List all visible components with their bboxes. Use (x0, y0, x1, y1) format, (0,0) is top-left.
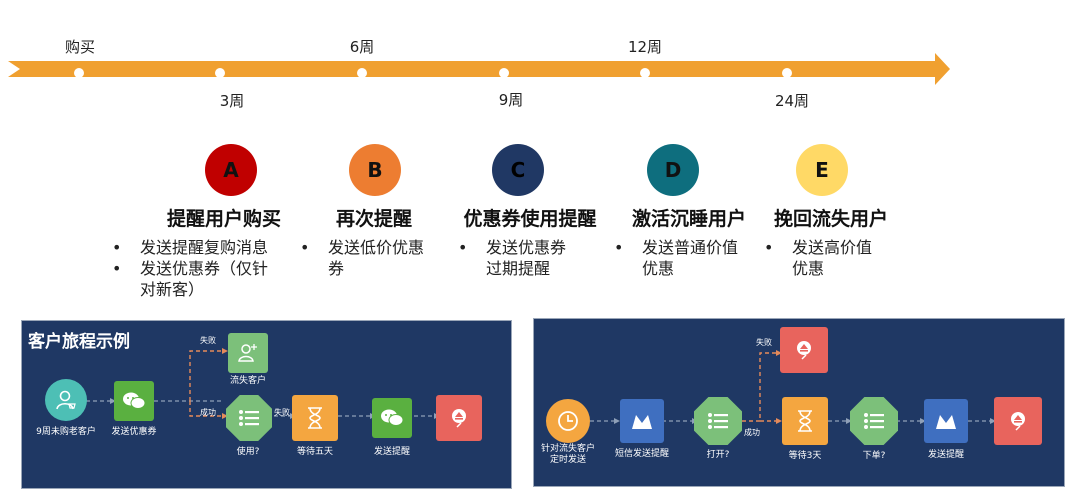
timeline-label-purchase: 购买 (64, 38, 96, 56)
journey-panel-right: 失败 成功 针对流失客户 定时发送 短信发送提醒 打开? 等待3天 下单? 发送… (533, 318, 1065, 487)
stage-c-bullets: 发送优惠券 过期提醒 (458, 237, 566, 279)
hourglass-icon (308, 407, 322, 429)
stage-e-bullets: 发送高价值 优惠 (764, 237, 872, 279)
open-label: 打开? (706, 450, 730, 460)
flow-connectors (590, 350, 996, 424)
bullet-item-continued: 优惠 (792, 259, 825, 278)
sms-label: 短信发送提醒 (614, 449, 670, 459)
panel-title: 客户旅程示例 (28, 332, 130, 352)
sms-icon (936, 415, 956, 429)
timeline-label-6w: 6周 (349, 38, 375, 56)
user-cart-icon (56, 390, 76, 410)
stage-a-bullets: 发送提醒复购消息 发送优惠券（仅针 对新客） (112, 237, 268, 300)
stage-b-bullets: 发送低价优惠 券 (300, 237, 424, 279)
wechat-icon (381, 409, 404, 426)
stage-a-badge: A (205, 144, 257, 196)
edge-label-fail: 失败 (274, 408, 290, 417)
list-icon (708, 413, 728, 429)
bullet-item-continued: 过期提醒 (486, 259, 551, 278)
end-node (436, 395, 482, 441)
trigger-node (546, 399, 590, 443)
timeline-dot (357, 68, 367, 78)
sms-node (620, 399, 664, 443)
hourglass-icon (798, 410, 812, 432)
bullet-item-continued: 对新客） (140, 280, 205, 299)
bullet-item-continued: 优惠 (642, 259, 675, 278)
eject-icon (797, 341, 811, 360)
timeline-dot (782, 68, 792, 78)
stage-e-badge: E (796, 144, 848, 196)
list-icon (239, 410, 259, 426)
order-decision-node (850, 397, 898, 445)
timeline-dot (215, 68, 225, 78)
stage-d-bullets: 发送普通价值 优惠 (614, 237, 738, 279)
stage-c-title: 优惠券使用提醒 (463, 208, 597, 230)
remind-label: 发送提醒 (373, 447, 411, 457)
stage-b-title: 再次提醒 (335, 208, 413, 230)
flow-connectors (86, 348, 440, 419)
wait-label: 等待五天 (296, 447, 334, 457)
wait-node (292, 395, 338, 441)
edge-label-fail: 失败 (200, 336, 216, 345)
journey-panel-left: 客户旅程示例 失败 成功 失败 9周未购老客户 (21, 320, 512, 489)
list-icon (864, 413, 884, 429)
open-decision-node (694, 397, 742, 445)
bullet-item-continued: 券 (328, 259, 345, 278)
wait-node (782, 397, 828, 445)
stage-d-title: 激活沉睡用户 (631, 208, 747, 230)
lost-customer-node (228, 333, 268, 373)
remind-node (924, 399, 968, 443)
eject-icon (452, 409, 466, 428)
stage-c-badge: C (492, 144, 544, 196)
customer-label: 9周未购老客户 (36, 427, 96, 437)
fail-end-node (780, 327, 828, 373)
stage-a-title: 提醒用户购买 (166, 208, 282, 230)
bullet-item: 发送高价值 (764, 237, 872, 258)
stage-e-title: 挽回流失用户 (773, 208, 889, 230)
timeline-dot (74, 68, 84, 78)
edge-label-fail: 失败 (756, 338, 772, 347)
stage-b-badge: B (349, 144, 401, 196)
bullet-item: 发送提醒复购消息 (112, 237, 268, 258)
eject-icon (1011, 412, 1025, 431)
lost-customer-label: 流失客户 (229, 376, 267, 386)
wechat-icon (123, 392, 146, 409)
stage-d-badge: D (647, 144, 699, 196)
bullet-item: 发送优惠券（仅针 (112, 258, 268, 279)
remind-label: 发送提醒 (927, 450, 965, 460)
coupon-node (114, 381, 154, 421)
coupon-label: 发送优惠券 (111, 427, 157, 437)
order-label: 下单? (862, 451, 886, 461)
bullet-item: 发送低价优惠 (300, 237, 424, 258)
customer-node (45, 379, 87, 421)
edge-label-success: 成功 (744, 428, 760, 437)
timeline-label-24w: 24周 (774, 92, 810, 110)
clock-icon (558, 411, 578, 431)
timeline-label-12w: 12周 (627, 38, 663, 56)
timeline-dot (640, 68, 650, 78)
remind-node (372, 398, 412, 438)
bullet-item: 发送普通价值 (614, 237, 738, 258)
sms-icon (632, 415, 652, 429)
edge-label-success: 成功 (200, 408, 216, 417)
timeline-arrow (8, 53, 950, 85)
wait-label: 等待3天 (788, 451, 822, 461)
timeline-label-9w: 9周 (498, 91, 524, 109)
bullet-item: 发送优惠券 (458, 237, 566, 258)
used-decision-node (226, 395, 272, 441)
timeline-dot (499, 68, 509, 78)
end-node (994, 397, 1042, 445)
used-label: 使用? (236, 447, 260, 457)
trigger-label: 针对流失客户 定时发送 (540, 444, 596, 465)
timeline-label-3w: 3周 (219, 92, 245, 110)
user-add-icon (238, 344, 257, 362)
